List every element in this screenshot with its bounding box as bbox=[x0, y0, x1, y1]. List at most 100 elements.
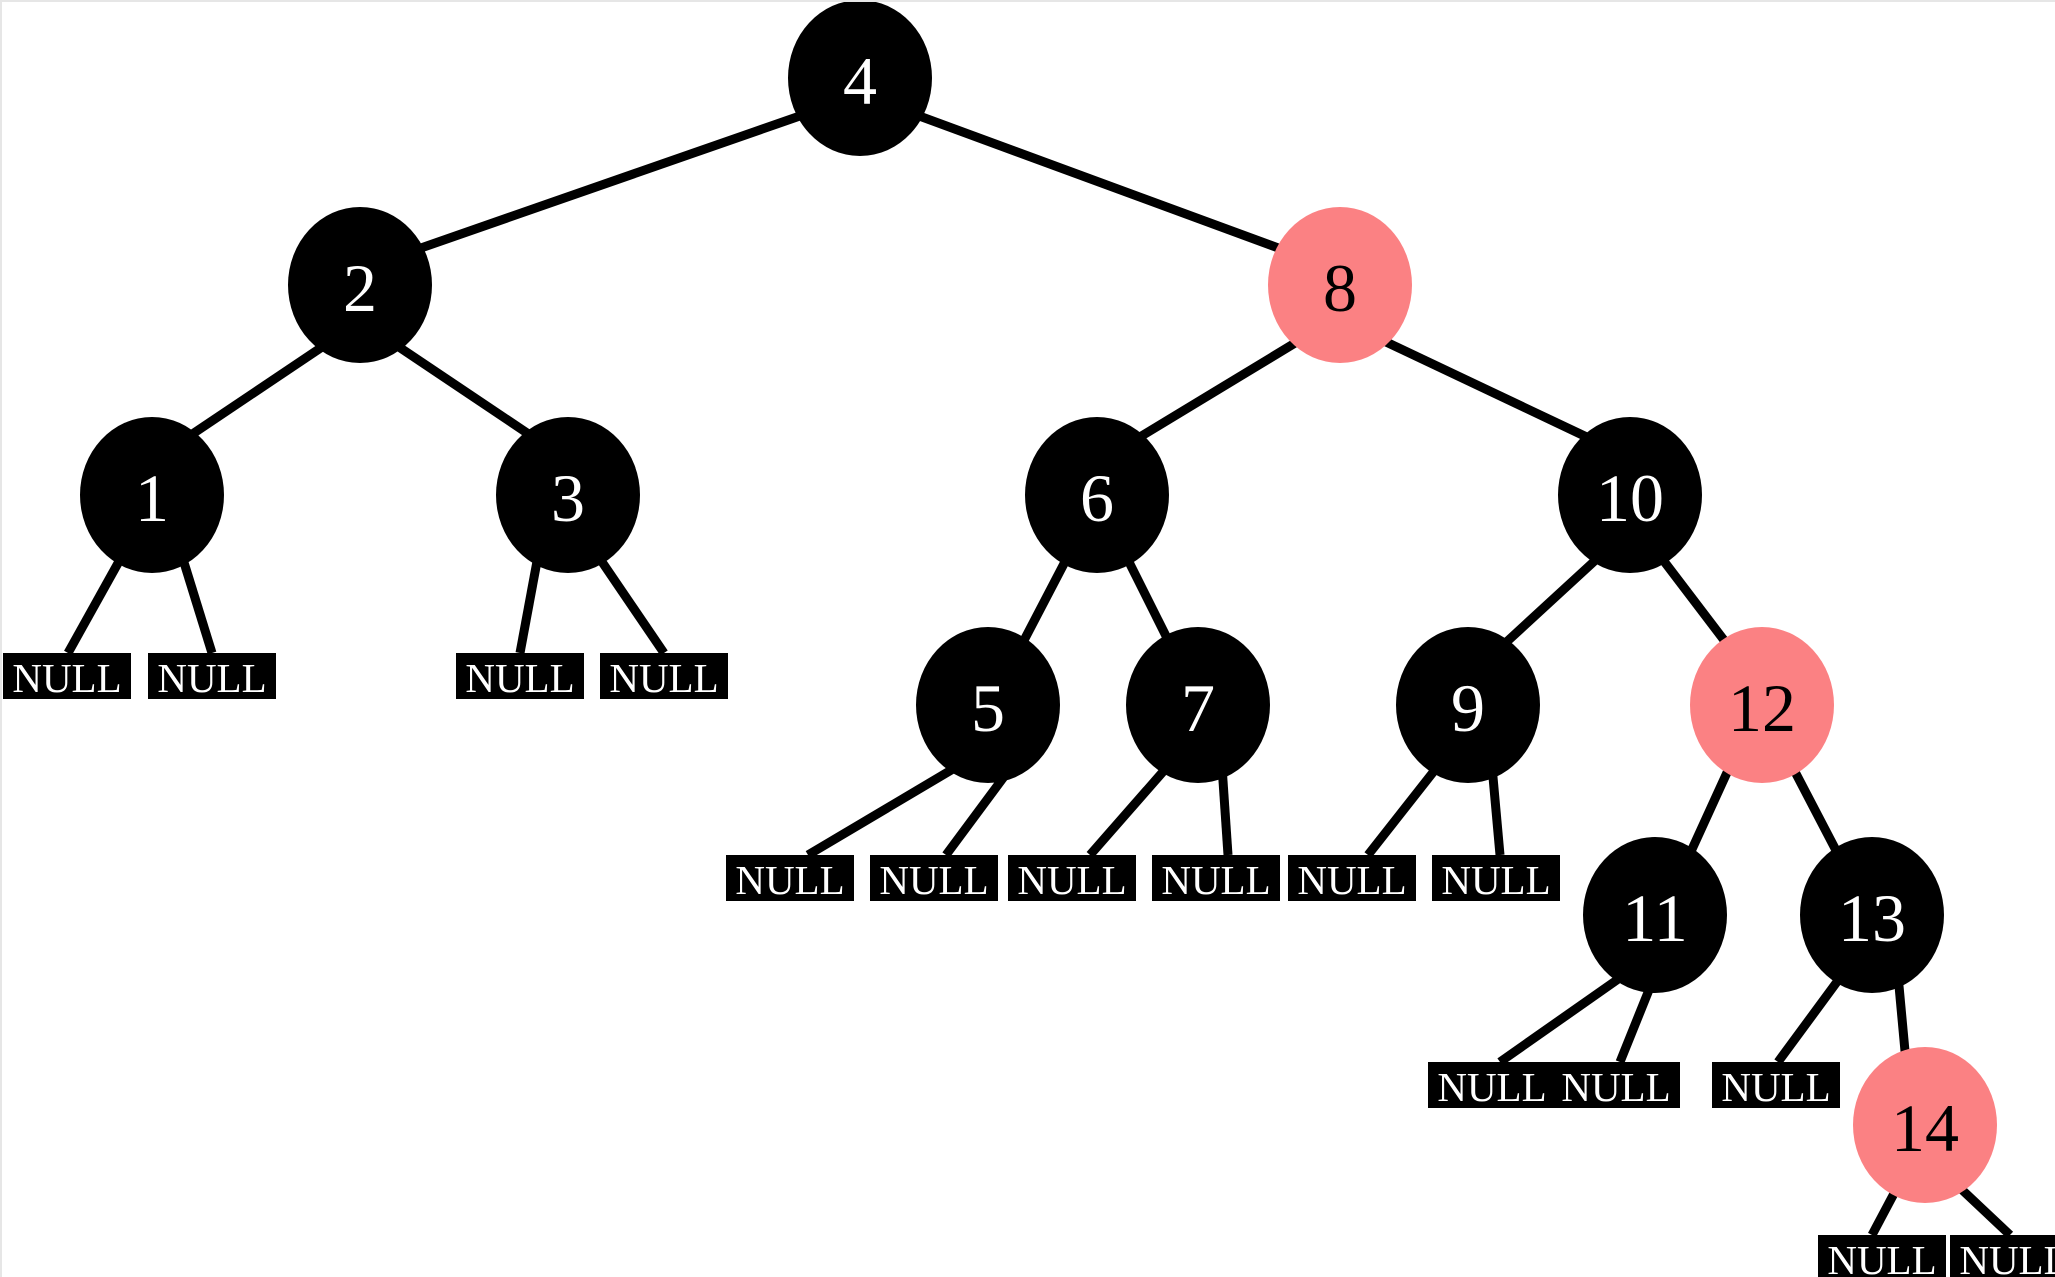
node-circle-red[interactable] bbox=[1690, 627, 1834, 783]
tree-edge-n2-n1 bbox=[185, 341, 328, 441]
node-key-label: 10 bbox=[1596, 460, 1664, 536]
tree-edge-n9-null_9_l bbox=[1364, 763, 1442, 858]
node-key-label: 9 bbox=[1451, 670, 1485, 746]
null-leaf-box bbox=[3, 653, 131, 699]
null-leaf-label: NULL bbox=[465, 655, 574, 701]
tree-node-13[interactable]: 13 bbox=[1800, 837, 1944, 993]
null-leaf-null_1_l: NULL bbox=[3, 653, 131, 701]
tree-node-11[interactable]: 11 bbox=[1583, 837, 1727, 993]
tree-node-14[interactable]: 14 bbox=[1853, 1047, 1997, 1203]
node-circle-red[interactable] bbox=[1853, 1047, 1997, 1203]
node-circle-black[interactable] bbox=[916, 627, 1060, 783]
null-leaf-label: NULL bbox=[1441, 857, 1550, 903]
tree-edge-n6-n7 bbox=[1121, 553, 1177, 651]
node-circle-red[interactable] bbox=[1268, 207, 1412, 363]
tree-edge-n8-n6 bbox=[1132, 336, 1303, 444]
node-circle-black[interactable] bbox=[1126, 627, 1270, 783]
node-key-label: 11 bbox=[1622, 880, 1687, 956]
tree-node-1[interactable]: 1 bbox=[80, 417, 224, 573]
tree-node-6[interactable]: 6 bbox=[1025, 417, 1169, 573]
null-leaf-box bbox=[1432, 855, 1560, 901]
tree-edge-n3-null_3_r bbox=[594, 553, 668, 656]
null-leaf-null_11_l: NULL bbox=[1428, 1062, 1556, 1110]
tree-edge-n1-null_1_l bbox=[64, 553, 126, 656]
node-key-label: 3 bbox=[551, 460, 585, 536]
null-leaf-null_7_l: NULL bbox=[1008, 855, 1136, 903]
node-circle-black[interactable] bbox=[788, 0, 932, 156]
null-leaf-null_11_r: NULL bbox=[1552, 1062, 1680, 1110]
null-leaf-null_3_r: NULL bbox=[600, 653, 728, 701]
null-leaf-box bbox=[1288, 855, 1416, 901]
null-leaf-label: NULL bbox=[1161, 857, 1270, 903]
null-leaf-box bbox=[1428, 1062, 1556, 1108]
tree-edge-n7-null_7_r bbox=[1217, 765, 1233, 856]
tree-node-7[interactable]: 7 bbox=[1126, 627, 1270, 783]
tree-edge-n1-null_1_r bbox=[177, 554, 217, 655]
null-leaf-box bbox=[148, 653, 276, 699]
node-key-label: 2 bbox=[343, 250, 377, 326]
null-leaf-null_5_l: NULL bbox=[726, 855, 854, 903]
null-leaf-label: NULL bbox=[157, 655, 266, 701]
node-circle-black[interactable] bbox=[1558, 417, 1702, 573]
tree-edge-n12-n11 bbox=[1683, 764, 1735, 860]
null-leaf-null_9_r: NULL bbox=[1432, 855, 1560, 903]
tree-edge-n8-n10 bbox=[1380, 335, 1595, 445]
null-leaf-label: NULL bbox=[1017, 857, 1126, 903]
tree-node-9[interactable]: 9 bbox=[1396, 627, 1540, 783]
tree-edge-n3-null_3_l bbox=[515, 555, 543, 654]
node-key-label: 8 bbox=[1323, 250, 1357, 326]
tree-edge-n2-n3 bbox=[393, 341, 536, 441]
tree-edge-n10-n12 bbox=[1656, 553, 1734, 651]
tree-edge-n11-null_11_l bbox=[1497, 971, 1627, 1066]
node-circle-black[interactable] bbox=[1025, 417, 1169, 573]
null-leaf-null_1_r: NULL bbox=[148, 653, 276, 701]
node-circle-black[interactable] bbox=[1396, 627, 1540, 783]
tree-edge-n12-n13 bbox=[1788, 763, 1844, 861]
node-key-label: 14 bbox=[1891, 1090, 1959, 1166]
edge-layer bbox=[64, 105, 2014, 1239]
tree-node-10[interactable]: 10 bbox=[1558, 417, 1702, 573]
tree-edge-n14-null_14_r bbox=[1954, 1182, 2014, 1239]
node-circle-black[interactable] bbox=[1583, 837, 1727, 993]
node-circle-black[interactable] bbox=[288, 207, 432, 363]
node-key-label: 1 bbox=[135, 460, 169, 536]
tree-node-3[interactable]: 3 bbox=[496, 417, 640, 573]
null-leaf-null_3_l: NULL bbox=[456, 653, 584, 701]
tree-edge-n13-n14 bbox=[1893, 974, 1911, 1063]
node-key-label: 6 bbox=[1080, 460, 1114, 536]
null-leaf-box bbox=[726, 855, 854, 901]
null-leaf-box bbox=[1818, 1235, 1946, 1277]
tree-node-4[interactable]: 4 bbox=[788, 0, 932, 156]
null-leaf-box bbox=[456, 653, 584, 699]
node-circle-black[interactable] bbox=[80, 417, 224, 573]
null-leaf-null_7_r: NULL bbox=[1152, 855, 1280, 903]
null-leaf-label: NULL bbox=[1297, 857, 1406, 903]
tree-edge-n6-n5 bbox=[1016, 553, 1072, 651]
tree-node-5[interactable]: 5 bbox=[916, 627, 1060, 783]
null-leaf-null_5_r: NULL bbox=[870, 855, 998, 903]
tree-node-2[interactable]: 2 bbox=[288, 207, 432, 363]
null-leaf-label: NULL bbox=[1561, 1064, 1670, 1110]
node-circle-black[interactable] bbox=[496, 417, 640, 573]
null-leaf-label: NULL bbox=[1827, 1237, 1936, 1277]
tree-edge-n4-n8 bbox=[901, 105, 1302, 261]
tree-edge-n5-null_5_l bbox=[805, 762, 961, 859]
tree-node-12[interactable]: 12 bbox=[1690, 627, 1834, 783]
tree-edge-n10-n9 bbox=[1496, 552, 1604, 652]
null-leaf-label: NULL bbox=[1721, 1064, 1830, 1110]
tree-node-8[interactable]: 8 bbox=[1268, 207, 1412, 363]
null-leaf-box bbox=[1552, 1062, 1680, 1108]
null-leaf-box bbox=[1008, 855, 1136, 901]
null-leaf-null_9_l: NULL bbox=[1288, 855, 1416, 903]
tree-edge-n13-null_13_l bbox=[1774, 972, 1846, 1065]
tree-edge-n7-null_7_l bbox=[1086, 763, 1172, 858]
node-key-label: 13 bbox=[1838, 880, 1906, 956]
node-circle-black[interactable] bbox=[1800, 837, 1944, 993]
null-leaf-label: NULL bbox=[879, 857, 988, 903]
null-leaf-null_14_l: NULL bbox=[1818, 1235, 1946, 1277]
null-leaf-null_14_r: NULL bbox=[1950, 1235, 2055, 1277]
